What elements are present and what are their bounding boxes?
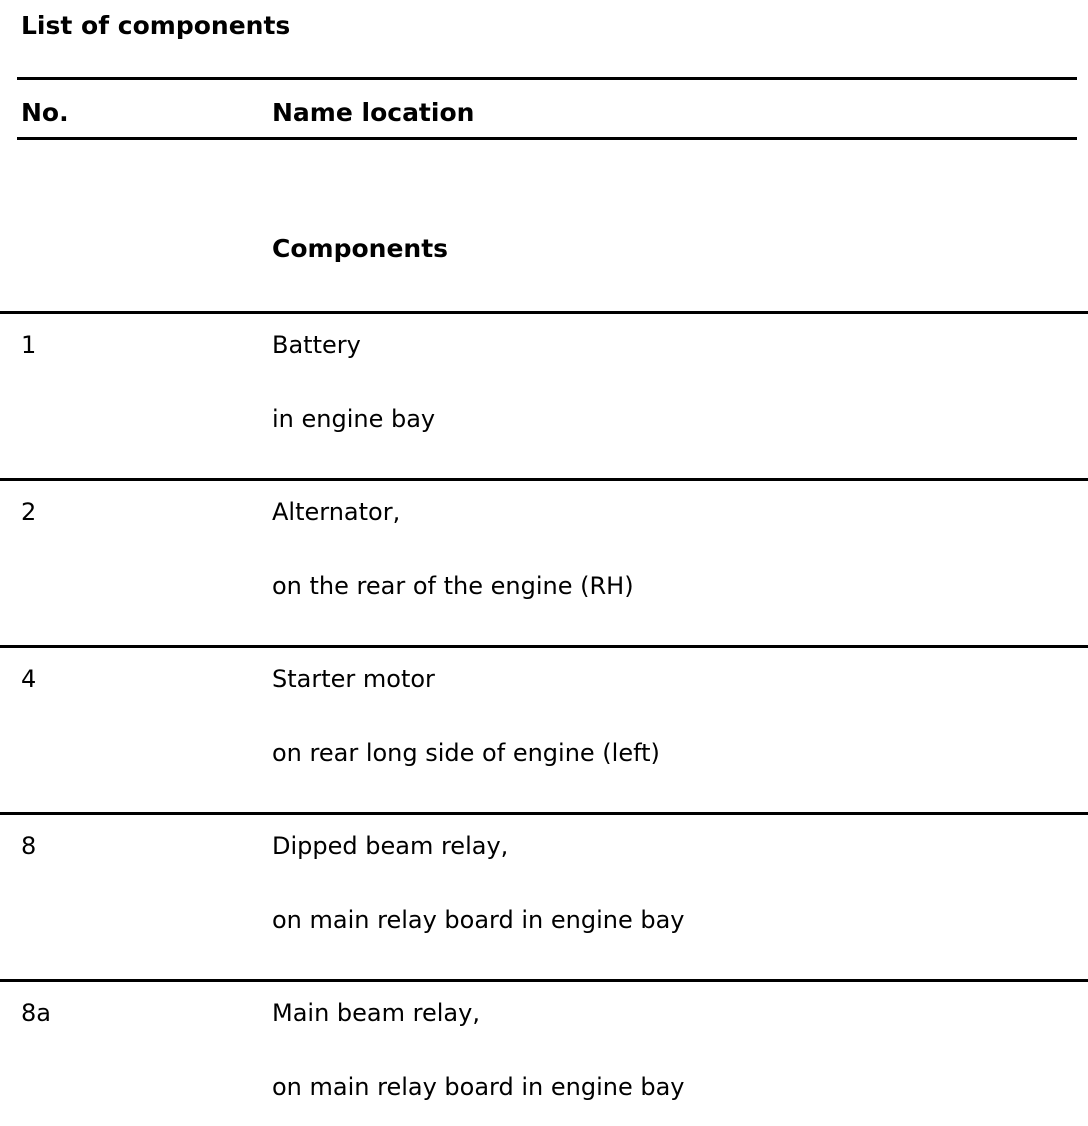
horizontal-rule bbox=[17, 137, 1077, 140]
table-row: 8 Dipped beam relay, on main relay board… bbox=[0, 812, 1088, 979]
table-header-row: No. Name location bbox=[0, 99, 1088, 127]
row-details: Battery in engine bay bbox=[272, 331, 1088, 478]
row-number: 1 bbox=[21, 331, 37, 359]
column-header-no: No. bbox=[21, 98, 69, 127]
row-details: Alternator, on the rear of the engine (R… bbox=[272, 498, 1088, 645]
section-label-components: Components bbox=[272, 234, 449, 263]
row-number: 4 bbox=[21, 665, 37, 693]
component-name: Starter motor bbox=[272, 665, 435, 693]
component-location: on main relay board in engine bay bbox=[272, 1073, 685, 1101]
component-name: Alternator, bbox=[272, 498, 401, 526]
row-number: 8a bbox=[21, 999, 51, 1027]
component-location: on rear long side of engine (left) bbox=[272, 739, 660, 767]
row-number: 2 bbox=[21, 498, 37, 526]
table-row: 2 Alternator, on the rear of the engine … bbox=[0, 478, 1088, 645]
horizontal-rule bbox=[17, 77, 1077, 80]
table-row: 1 Battery in engine bay bbox=[0, 311, 1088, 478]
row-details: Dipped beam relay, on main relay board i… bbox=[272, 832, 1088, 979]
table-row: 4 Starter motor on rear long side of eng… bbox=[0, 645, 1088, 812]
column-header-name-location: Name location bbox=[272, 98, 475, 127]
row-details: Main beam relay, on main relay board in … bbox=[272, 999, 1088, 1126]
row-details: Starter motor on rear long side of engin… bbox=[272, 665, 1088, 812]
component-name: Main beam relay, bbox=[272, 999, 480, 1027]
component-name: Battery bbox=[272, 331, 361, 359]
table-body: 1 Battery in engine bay 2 Alternator, on… bbox=[0, 311, 1088, 1126]
component-location: on the rear of the engine (RH) bbox=[272, 572, 634, 600]
page-title: List of components bbox=[21, 11, 291, 40]
component-location: in engine bay bbox=[272, 405, 436, 433]
table-row: 8a Main beam relay, on main relay board … bbox=[0, 979, 1088, 1126]
row-number: 8 bbox=[21, 832, 37, 860]
component-location: on main relay board in engine bay bbox=[272, 906, 685, 934]
component-name: Dipped beam relay, bbox=[272, 832, 509, 860]
